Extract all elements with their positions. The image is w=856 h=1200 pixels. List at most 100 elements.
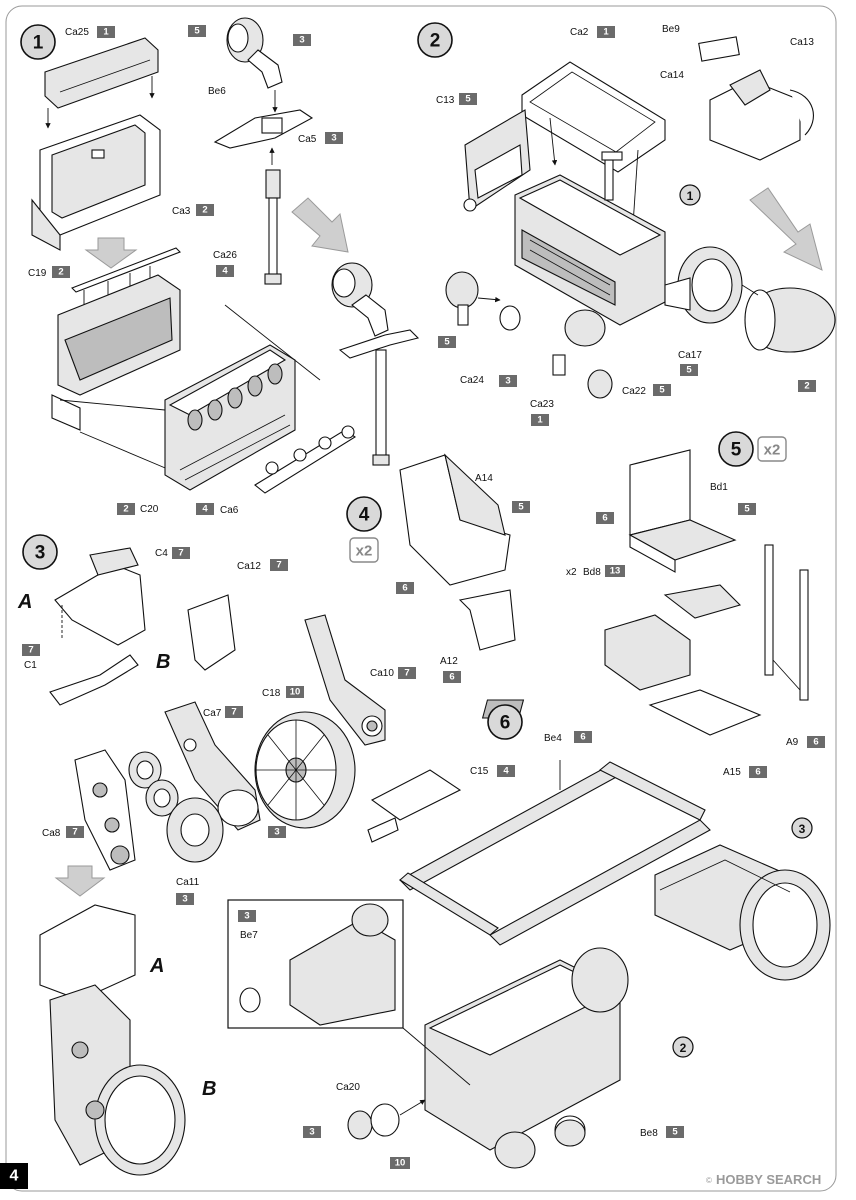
watermark: © HOBBY SEARCH bbox=[706, 1172, 821, 1187]
part-c18-hub-sprue-num: 3 bbox=[274, 827, 279, 838]
part-a12-label: A12 bbox=[440, 656, 458, 667]
part-ca11-sprue-num: 3 bbox=[182, 894, 187, 905]
part-ca25-drawing bbox=[44, 37, 159, 129]
step-4-multiplier: x2 bbox=[356, 543, 373, 560]
part-c15-sprue-num: 4 bbox=[503, 766, 509, 777]
assembly-arrow-4 bbox=[54, 865, 106, 897]
watermark-text: HOBBY SEARCH bbox=[716, 1172, 821, 1187]
part-bd1-drawing bbox=[628, 449, 737, 573]
part-c19-sprue-num: 2 bbox=[58, 267, 63, 278]
part-bd8-sprue bbox=[605, 565, 625, 577]
part-ca25-sprue-num: 1 bbox=[103, 27, 109, 38]
part-ca3-drawing bbox=[71, 247, 181, 310]
part-ca24-sprue bbox=[438, 336, 456, 348]
step-6-group: 6 Be4 6 C15 4 3 bbox=[227, 704, 831, 1169]
part-c19-sprue bbox=[52, 266, 70, 278]
part-c20-sprue bbox=[117, 503, 135, 515]
part-be6-sprue bbox=[188, 25, 206, 37]
part-ca12-sprue-num: 7 bbox=[276, 560, 281, 571]
assembled-intake-drawing bbox=[331, 262, 420, 466]
part-ca23-label: Ca23 bbox=[530, 399, 554, 410]
assembled-track-unit-drawing bbox=[39, 904, 186, 1176]
part-a9-sprue bbox=[807, 736, 825, 748]
part-c1-sprue-num: 7 bbox=[28, 645, 33, 656]
part-ca22-drawing bbox=[587, 369, 613, 399]
part-bd1-side-sprue-num: 6 bbox=[602, 513, 607, 524]
part-ca8-drawing bbox=[74, 749, 136, 871]
part-ca2-sprue bbox=[597, 26, 615, 38]
part-ca20-sprue-num: 3 bbox=[309, 1127, 314, 1138]
engine-block-drawing bbox=[51, 274, 321, 491]
part-be7-label: Be7 bbox=[240, 930, 258, 941]
part-ca3-label: Ca3 bbox=[172, 206, 191, 217]
ref-circle-2-number: 2 bbox=[680, 1041, 687, 1055]
part-ca12-label: Ca12 bbox=[237, 561, 261, 572]
part-bd8-qty: x2 bbox=[566, 567, 577, 578]
assembly-arrow-2 bbox=[291, 197, 349, 253]
part-c1-sprue bbox=[22, 644, 40, 656]
part-ca7-sprue-num: 7 bbox=[231, 707, 236, 718]
ref-circle-2-step6 bbox=[672, 1036, 694, 1058]
part-ca17-label: Ca17 bbox=[678, 350, 702, 361]
detail-inset bbox=[227, 899, 471, 1086]
part-ca14-drawing bbox=[698, 36, 814, 161]
part-be8-drawing bbox=[554, 1119, 586, 1147]
part-a12-sprue bbox=[443, 671, 461, 683]
part-ca10-sprue-num: 7 bbox=[404, 668, 409, 679]
part-ca24-sub-sprue-num: 3 bbox=[505, 376, 510, 387]
part-ca22-sprue-num: 5 bbox=[659, 385, 665, 396]
part-ca12-drawing bbox=[187, 594, 236, 671]
part-a14-side-sprue-num: 6 bbox=[402, 583, 407, 594]
step-5-circle bbox=[718, 431, 754, 467]
step-6-circle bbox=[487, 704, 523, 740]
assembly-arrow-3 bbox=[749, 187, 823, 271]
step-1-group: 1 Ca25 1 C19 2 Ca3 2 bbox=[20, 17, 420, 516]
step-3-circle bbox=[22, 534, 58, 570]
part-be8-sprue bbox=[666, 1126, 684, 1138]
step-5-group: 5 x2 Bd1 5 6 x2 Bd8 13 A9 6 A15 bbox=[481, 431, 825, 778]
part-ca24-sub-sprue bbox=[499, 375, 517, 387]
part-c18-drawing bbox=[254, 711, 356, 829]
part-ca23-sprue bbox=[531, 414, 549, 426]
part-ca7-label: Ca7 bbox=[203, 708, 222, 719]
part-ca10-drawing bbox=[304, 614, 386, 746]
part-ca17-sub-sprue-num: 2 bbox=[804, 381, 809, 392]
part-ca6-sprue bbox=[196, 503, 214, 515]
part-ca24-label: Ca24 bbox=[460, 375, 484, 386]
part-ca10-sprue bbox=[398, 667, 416, 679]
part-ca8-sprue-num: 7 bbox=[72, 827, 77, 838]
part-be6-sub-sprue-num: 3 bbox=[299, 35, 304, 46]
step-2-group: 2 Ca2 1 C13 5 bbox=[417, 22, 836, 426]
part-ca22-label: Ca22 bbox=[622, 386, 646, 397]
watermark-copyright: © bbox=[706, 1176, 712, 1185]
step-2-number: 2 bbox=[430, 31, 441, 52]
part-ca8-label: Ca8 bbox=[42, 828, 61, 839]
part-ca3-sprue bbox=[196, 204, 214, 216]
part-ca11-label: Ca11 bbox=[176, 877, 200, 888]
step-5-multiplier-box bbox=[757, 436, 787, 462]
part-c18-label: C18 bbox=[262, 688, 281, 699]
part-bd1-side-sprue bbox=[596, 512, 614, 524]
sub-letter-a-top: A bbox=[17, 591, 32, 613]
part-a15-sprue bbox=[749, 766, 767, 778]
part-be6-label: Be6 bbox=[208, 86, 226, 97]
part-c20-sprue-num: 2 bbox=[123, 504, 128, 515]
sub-letter-b-top: B bbox=[156, 651, 170, 673]
part-ca26-drawing bbox=[264, 169, 282, 285]
part-ca20-sprue bbox=[303, 1126, 321, 1138]
ref-circle-3-number: 3 bbox=[799, 822, 806, 836]
part-bd1-label: Bd1 bbox=[710, 482, 728, 493]
part-ca26-label: Ca26 bbox=[213, 250, 237, 261]
part-ca24-drawing bbox=[445, 271, 521, 331]
part-c19-label: C19 bbox=[28, 268, 47, 279]
part-a14-side-sprue bbox=[396, 582, 414, 594]
part-ca20-drawing bbox=[347, 1099, 426, 1140]
gear-set-drawing bbox=[128, 751, 224, 863]
sub-letter-b-bottom: B bbox=[202, 1078, 216, 1100]
part-bd1-sprue bbox=[738, 503, 756, 515]
step-4-multiplier-box bbox=[349, 537, 379, 563]
seat-cushion-drawing bbox=[481, 584, 762, 736]
part-c19-drawing bbox=[31, 114, 161, 251]
part-bd8-sprue-num: 13 bbox=[610, 566, 621, 577]
